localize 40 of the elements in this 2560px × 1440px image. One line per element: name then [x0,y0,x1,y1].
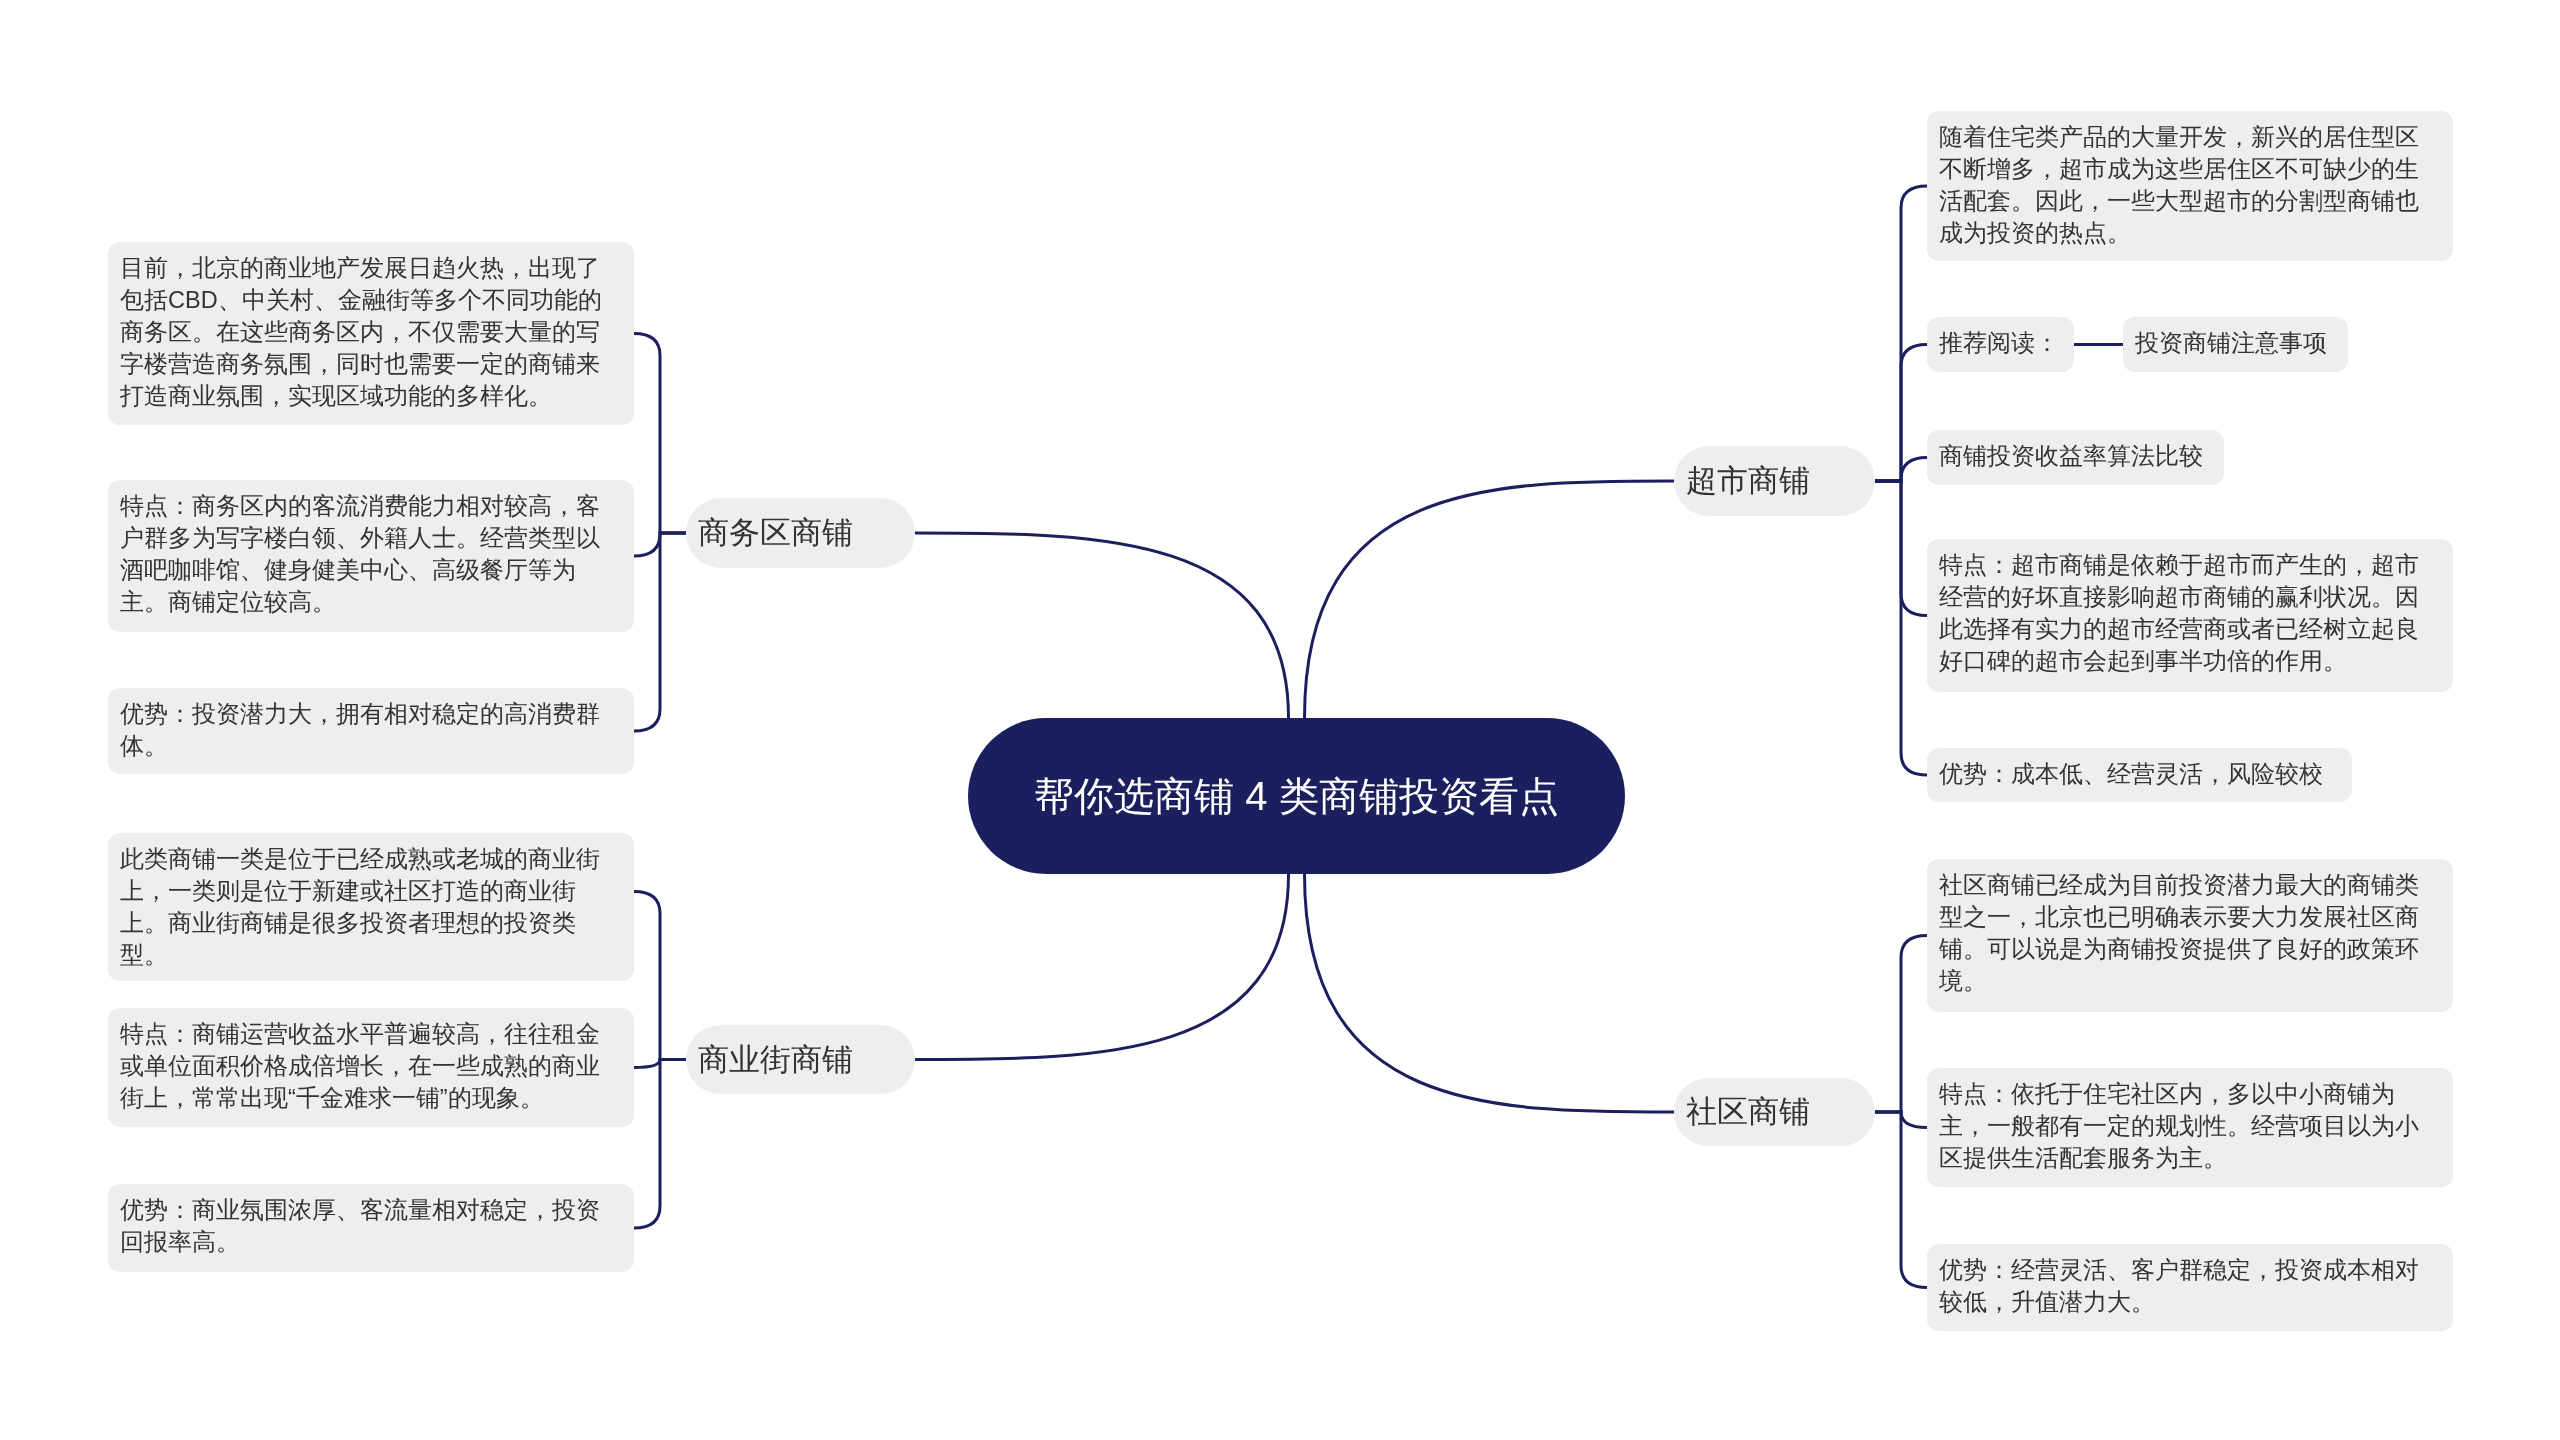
note-card [1927,1244,2453,1331]
note-text: 优势：成本低、经营灵活，风险较校 [1939,760,2324,789]
branch-label: 商务区商铺 [698,514,854,552]
note-text: 优势：经营灵活、客户群稳定，投资成本相对较低，升值潜力大。 [1939,1256,2420,1317]
note-card [108,1008,634,1127]
note-card [108,242,634,425]
note-text: 随着住宅类产品的大量开发，新兴的居住型区不断增多，超市成为这些居住区不可缺少的生活配套。因此，一些大型超市的分割型商铺也成为投资的热点。 [1939,123,2420,248]
topic-title: 帮你选商铺 4 类商铺投资看点 [1033,773,1560,820]
connector [2074,343,2123,346]
note-card [1927,430,2224,485]
note-text: 特点：超市商铺是依赖于超市而产生的，超市经营的好坏直接影响超市商铺的赢利状况。因此选择有实力的超市经营商或者已经树立起良好口碑的超市会起到事半功倍的作用。 [1939,551,2420,676]
branch-label: 商业街商铺 [698,1040,854,1079]
note-card [1927,539,2453,692]
note-text: 社区商铺已经成为目前投资潜力最大的商铺类型之一，北京也已明确表示要大力发展社区商铺。可以说是为商铺投资提供了良好的政策环境。 [1939,871,2420,996]
branch-label: 超市商铺 [1686,462,1811,500]
note-card [1927,748,2352,802]
connector [1303,873,1674,1114]
note-card [1927,111,2453,261]
connector [915,531,1290,719]
note-text: 商铺投资收益率算法比较 [1939,442,2204,471]
note-text: 优势：商业氛围浓厚、客流量相对稳定，投资回报率高。 [120,1196,601,1257]
note-card [1927,859,2453,1012]
note-card [108,688,634,774]
connector [915,873,1290,1061]
note-text: 特点：商务区内的客流消费能力相对较高，客户群多为写字楼白领、外籍人士。经营类型以酒吧咖啡馆、健身健美中心、高级餐厅等为主。商铺定位较高。 [120,492,601,617]
note-text: 投资商铺注意事项 [2135,329,2328,358]
note-card [2123,317,2348,372]
connector [1303,479,1674,719]
note-text: 推荐阅读： [1939,329,2060,358]
note-text: 优势：投资潜力大，拥有相对稳定的高消费群体。 [120,700,601,761]
branch-label: 社区商铺 [1686,1093,1811,1131]
note-text: 特点：商铺运营收益水平普遍较高，往往租金或单位面积价格成倍增长，在一些成熟的商业街上，常常出现“千金难求一铺”的现象。 [120,1020,601,1113]
note-text: 特点：依托于住宅社区内，多以中小商铺为主，一般都有一定的规划性。经营项目以为小区提供生活配套服务为主。 [1939,1080,2420,1173]
note-card [1927,1068,2453,1187]
note-card [108,1184,634,1272]
note-text: 目前，北京的商业地产发展日趋火热，出现了包括CBD、中关村、金融街等多个不同功能的商务区。在这些商务区内，不仅需要大量的写字楼营造商务氛围，同时也需要一定的商铺来打造商业氛围，实现区域功能的多样化。 [120,254,603,411]
note-card [108,833,634,981]
note-card [108,480,634,632]
note-card [1927,317,2074,372]
note-text: 此类商铺一类是位于已经成熟或老城的商业街上，一类则是位于新建或社区打造的商业街上。商业街商铺是很多投资者理想的投资类型。 [120,845,601,970]
